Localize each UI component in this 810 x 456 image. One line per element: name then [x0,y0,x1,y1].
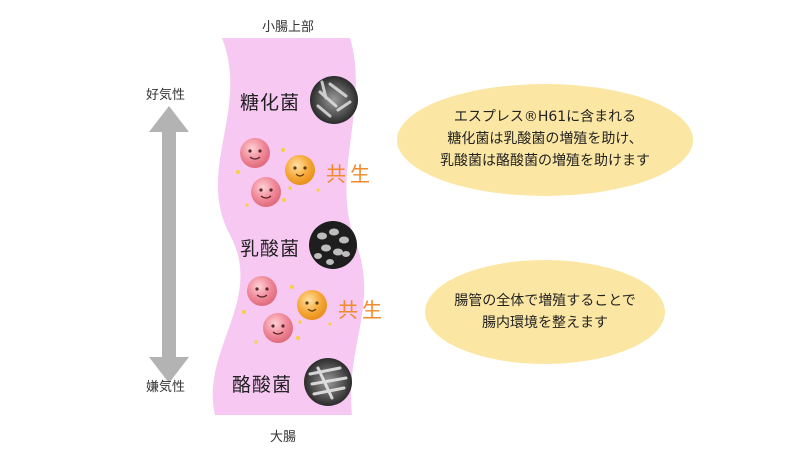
bubble-1-line-2: 糖化菌は乳酸菌の増殖を助け、 [447,131,643,147]
bacteria-label-saccharifying: 糖化菌 [240,92,301,114]
info-bubble-2 [425,260,665,364]
sparkles [242,285,332,344]
info-bubble-1-text: エスプレス®H61に含まれる 糖化菌は乳酸菌の増殖を助け、 乳酸菌は酪酸菌の増殖… [405,106,685,172]
bubble-2-line-1: 腸管の全体で増殖することで [454,293,636,309]
sparkles [236,148,320,207]
lactic-acid-bacteria-micrograph [309,221,357,269]
info-bubble-2-text: 腸管の全体で増殖することで 腸内環境を整えます [425,290,665,334]
orange-cell-character [297,290,327,320]
bubble-1-line-1: エスプレス®H61に含まれる [453,109,637,125]
pink-cell-character [247,276,277,306]
symbiosis-label-2: 共生 [338,298,386,322]
cell-characters-1 [236,138,320,207]
bottom-label: 大腸 [270,430,297,445]
pink-cell-character [240,138,270,168]
pink-cell-character [263,313,293,343]
cell-characters-2 [242,276,332,344]
bacteria-label-butyric: 酪酸菌 [232,374,293,396]
scale-bottom-label: 嫌気性 [146,380,186,395]
oxygen-scale-arrow [149,106,189,383]
bubble-1-line-3: 乳酸菌は酪酸菌の増殖を助けます [440,153,650,169]
top-label: 小腸上部 [262,20,315,35]
scale-top-label: 好気性 [146,88,186,103]
pink-cell-character [251,177,281,207]
bacteria-label-lactic: 乳酸菌 [240,238,301,260]
bubble-2-line-2: 腸内環境を整えます [482,315,608,331]
butyric-acid-bacteria-micrograph [304,358,352,406]
intestine-band [212,38,365,415]
orange-cell-character [285,155,315,185]
saccharifying-bacteria-micrograph [310,76,358,124]
info-bubble-1 [397,84,693,196]
symbiosis-label-1: 共生 [326,162,374,186]
